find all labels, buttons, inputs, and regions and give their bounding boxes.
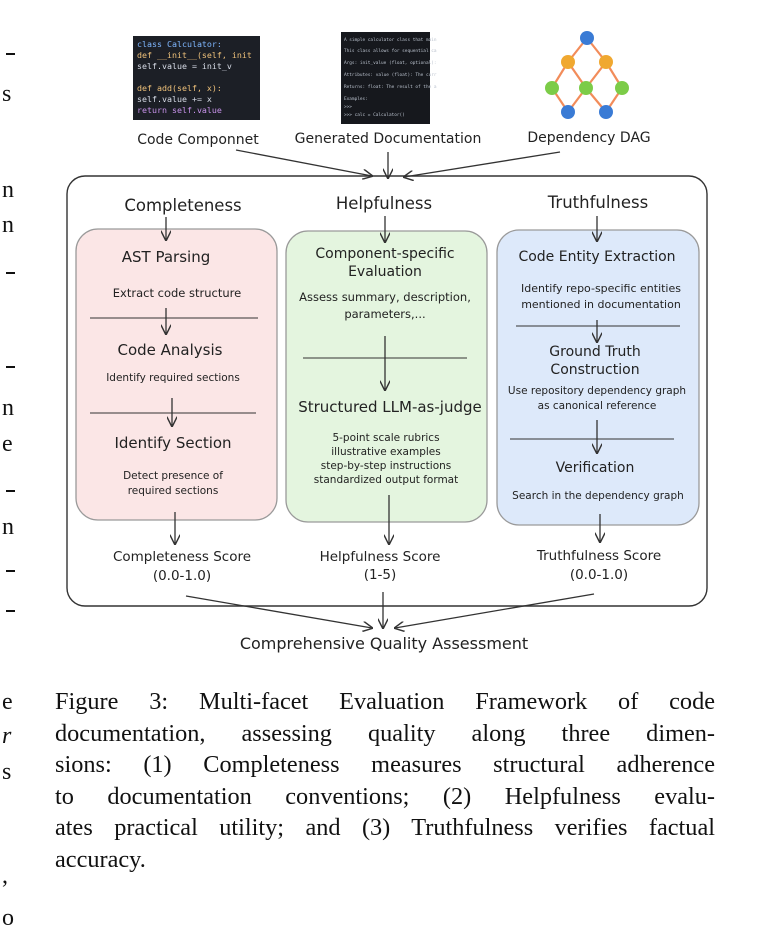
- doc-line: Attributes: value (float): The curr: [344, 72, 437, 78]
- dependency-dag-icon: [545, 31, 629, 119]
- code-line: return self.value: [137, 105, 222, 115]
- doc-line: This class allows for sequential ca: [344, 48, 437, 54]
- step-detail: standardized output format: [314, 474, 458, 486]
- code-line: self.value = init_v: [137, 61, 232, 71]
- caption-line: accuracy.: [55, 845, 146, 873]
- truthfulness-score-label: Truthfulness Score: [536, 548, 661, 564]
- step-detail: required sections: [128, 485, 219, 497]
- code-line: self.value += x: [137, 94, 212, 104]
- completeness-panel: [75, 228, 278, 521]
- doc-line: Examples:: [344, 96, 368, 102]
- edge-fragment: n: [2, 514, 14, 540]
- code-line: class Calculator:: [137, 39, 222, 49]
- edge-dash: [6, 610, 15, 612]
- edge-fragment: n: [2, 177, 14, 203]
- step-detail: Extract code structure: [113, 286, 241, 300]
- edge-fragment: ,: [2, 863, 8, 889]
- doc-line: A simple calculator class that main: [344, 37, 437, 43]
- step-verification: Verification: [556, 460, 635, 476]
- helpfulness-score-label: Helpfulness Score: [320, 549, 441, 565]
- step-construction: Construction: [550, 362, 639, 378]
- doc-line: >>> calc = Calculator(): [344, 112, 405, 118]
- helpfulness-score-range: (1-5): [364, 567, 397, 583]
- edge-dash: [6, 570, 15, 572]
- step-detail: Identify repo-specific entities: [521, 282, 681, 295]
- final-assessment-label: Comprehensive Quality Assessment: [240, 634, 528, 653]
- doc-line: Returns: float: The result of the a: [344, 84, 437, 90]
- step-code-analysis: Code Analysis: [118, 341, 223, 359]
- step-detail: as canonical reference: [538, 400, 657, 412]
- column-title-helpfulness: Helpfulness: [336, 194, 432, 213]
- generated-documentation-thumbnail: A simple calculator class that main This…: [341, 32, 437, 124]
- step-code-entity-extraction: Code Entity Extraction: [518, 249, 675, 265]
- truthfulness-panel: [496, 229, 700, 526]
- edge-fragment: s: [2, 81, 12, 107]
- step-detail: Use repository dependency graph: [508, 385, 686, 397]
- code-line: def __init__(self, init: [137, 50, 252, 60]
- step-detail: 5-point scale rubrics: [332, 432, 439, 444]
- edge-fragment: r: [2, 723, 12, 749]
- edge-dash: [6, 272, 15, 274]
- column-title-completeness: Completeness: [124, 196, 241, 215]
- step-detail: parameters,...: [344, 307, 425, 321]
- panel-separators: [90, 317, 680, 440]
- step-detail: Detect presence of: [123, 470, 223, 482]
- truthfulness-score-range: (0.0-1.0): [570, 567, 628, 583]
- input-arrows: [235, 149, 561, 178]
- input-label-dependency-dag: Dependency DAG: [527, 130, 650, 146]
- edge-fragment: s: [2, 759, 12, 785]
- adjacent-column-fragments: s n n n e n e r s , o: [0, 0, 20, 931]
- input-label-code-component: Code Componnet: [137, 132, 259, 148]
- step-component-specific: Component-specific: [315, 246, 454, 262]
- step-llm-as-judge: Structured LLM-as-judge: [298, 398, 482, 416]
- column-title-truthfulness: Truthfulness: [547, 193, 648, 212]
- edge-fragment: o: [2, 905, 14, 931]
- doc-line: >>>: [344, 105, 352, 110]
- step-detail: Identify required sections: [106, 372, 240, 384]
- edge-dash: [6, 366, 15, 368]
- step-detail: Search in the dependency graph: [512, 490, 684, 502]
- figure-caption: Figure 3: Multi-facet Evaluation Framewo…: [55, 686, 715, 875]
- code-line: def add(self, x):: [137, 83, 222, 93]
- input-label-generated-documentation: Generated Documentation: [295, 131, 482, 147]
- edge-fragment: e: [2, 689, 13, 715]
- step-ground-truth: Ground Truth: [549, 344, 640, 360]
- step-detail: illustrative examples: [331, 446, 440, 458]
- doc-line: Args: init_value (float, optional):: [344, 60, 437, 66]
- step-identify-section: Identify Section: [114, 434, 231, 452]
- step-ast-parsing: AST Parsing: [122, 248, 210, 266]
- flow-arrows: [166, 216, 600, 628]
- edge-dash: [6, 490, 15, 492]
- evaluation-framework-diagram: class Calculator: def __init__(self, ini…: [66, 31, 708, 653]
- step-evaluation: Evaluation: [348, 264, 422, 280]
- edge-fragment: n: [2, 395, 14, 421]
- completeness-score-label: Completeness Score: [113, 549, 251, 565]
- step-detail: mentioned in documentation: [521, 298, 681, 311]
- caption-line: documentation, assessing quality along t…: [55, 719, 715, 747]
- step-detail: Assess summary, description,: [299, 290, 471, 304]
- helpfulness-panel: [285, 230, 488, 523]
- edge-dash: [6, 53, 15, 55]
- caption-line: Figure 3: Multi-facet Evaluation Framewo…: [55, 688, 715, 715]
- caption-line: sions: (1) Completeness measures structu…: [55, 751, 715, 778]
- code-component-thumbnail: class Calculator: def __init__(self, ini…: [133, 36, 260, 120]
- framework-outer-box: [66, 175, 708, 607]
- edge-fragment: e: [2, 431, 13, 457]
- step-detail: step-by-step instructions: [321, 460, 452, 472]
- caption-line: ates practical utility; and (3) Truthful…: [55, 814, 715, 841]
- caption-line: to documentation conventions; (2) Helpfu…: [55, 782, 715, 810]
- edge-fragment: n: [2, 212, 14, 238]
- completeness-score-range: (0.0-1.0): [153, 568, 211, 584]
